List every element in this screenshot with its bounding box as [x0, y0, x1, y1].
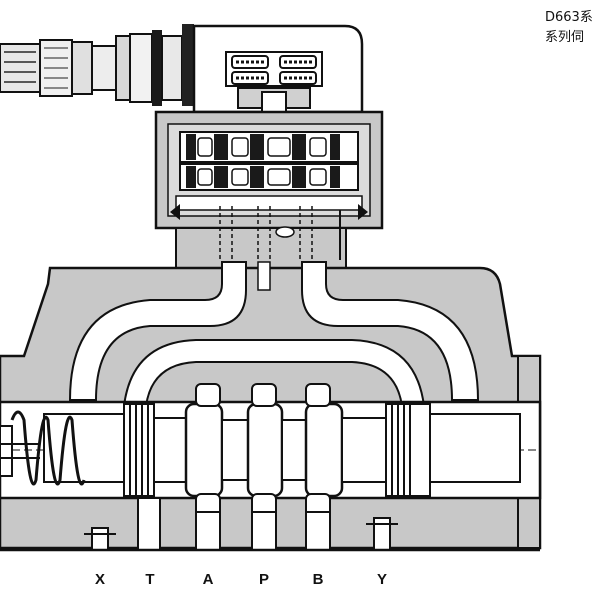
electrical-connector — [0, 24, 194, 106]
port-labels: X T A P B Y — [95, 571, 387, 588]
return-spring — [0, 410, 86, 486]
caption-line-1: D663系 — [545, 10, 593, 25]
port-label-p: P — [259, 571, 269, 588]
port-label-b: B — [313, 571, 324, 588]
port-label-a: A — [203, 571, 214, 588]
caption-line-2: 系列伺 — [545, 30, 585, 45]
port-label-t: T — [145, 571, 154, 588]
pilot-stage — [154, 110, 384, 230]
main-spool — [43, 383, 521, 517]
port-label-y: Y — [377, 571, 387, 588]
port-label-x: X — [95, 571, 105, 588]
